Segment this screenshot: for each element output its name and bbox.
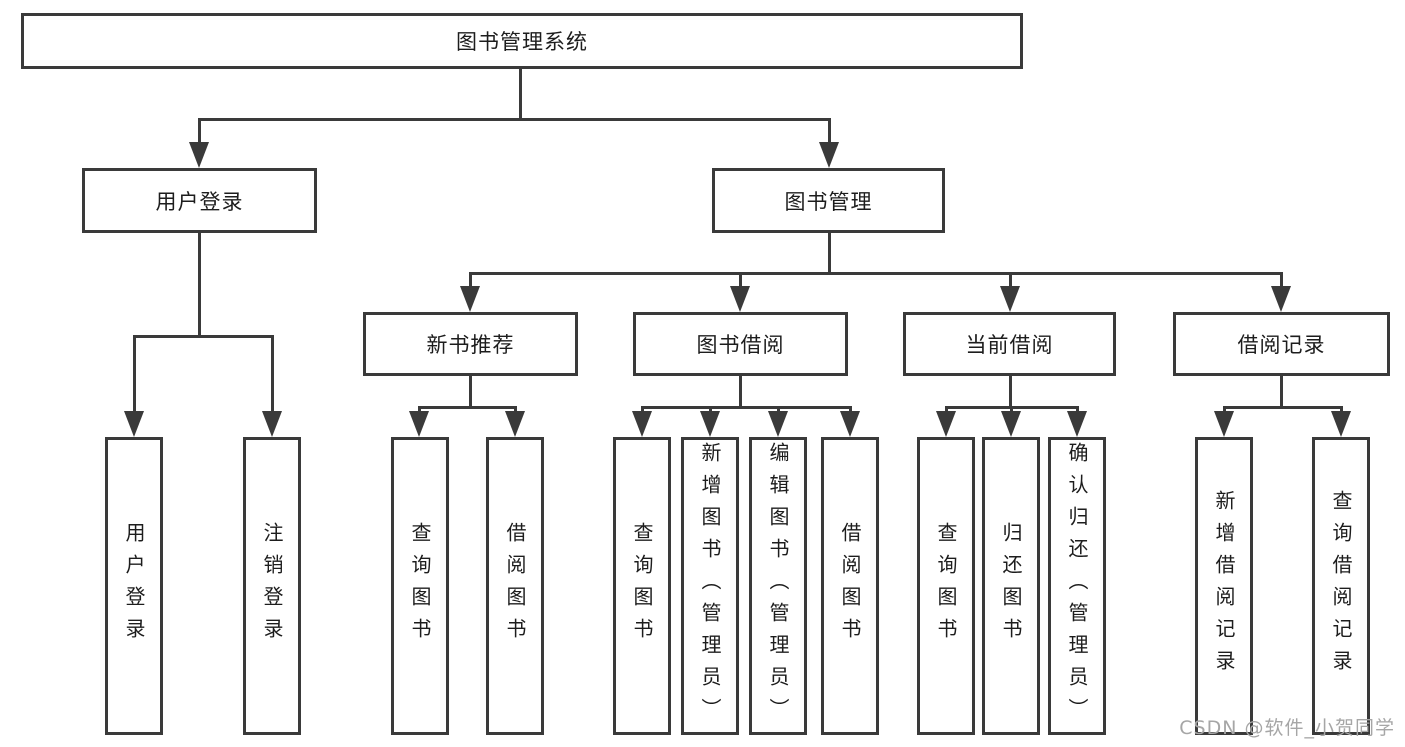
leaf-borrow-books: 借阅图书 xyxy=(821,437,879,735)
leaf-borrow-books: 借阅图书 xyxy=(486,437,544,735)
arrow-down-icon xyxy=(700,411,720,437)
arrow-down-icon xyxy=(1001,411,1021,437)
leaf-user-login: 用户登录 xyxy=(105,437,163,735)
connector-drop xyxy=(709,406,712,415)
node-label: 新书推荐 xyxy=(426,333,515,357)
connector-stem xyxy=(469,376,472,409)
connector-drop xyxy=(271,335,274,413)
connector-drop xyxy=(777,406,780,415)
node-label: 用户登录 xyxy=(155,189,244,214)
connector-level2-bar xyxy=(198,118,831,121)
connector-user-login-bar xyxy=(133,335,274,338)
leaf-label: 新增借阅记录 xyxy=(1212,490,1236,682)
connector-drop xyxy=(1280,272,1283,288)
arrow-down-icon xyxy=(262,411,282,437)
leaf-label: 用户登录 xyxy=(122,522,146,650)
connector-drop xyxy=(739,272,742,288)
node-label: 图书管理系统 xyxy=(456,30,588,54)
leaf-edit-books-admin: 编辑图书（管理员） xyxy=(749,437,807,735)
arrow-down-icon xyxy=(1271,286,1291,312)
connector-level3-bar xyxy=(469,272,1283,275)
connector-drop xyxy=(469,272,472,288)
leaf-label: 查询图书 xyxy=(408,522,432,650)
leaf-logout: 注销登录 xyxy=(243,437,301,735)
arrow-down-icon xyxy=(1214,411,1234,437)
connector-bar xyxy=(1223,406,1343,409)
arrow-down-icon xyxy=(1067,411,1087,437)
node-current-borrow: 当前借阅 xyxy=(903,312,1116,376)
arrow-down-icon xyxy=(819,142,839,168)
leaf-label: 编辑图书（管理员） xyxy=(766,442,790,730)
leaf-query-books: 查询图书 xyxy=(613,437,671,735)
leaf-label: 查询图书 xyxy=(630,522,654,650)
node-book-borrow: 图书借阅 xyxy=(633,312,848,376)
connector-stem xyxy=(739,376,742,409)
node-user-login: 用户登录 xyxy=(82,168,317,233)
leaf-label: 新增图书（管理员） xyxy=(698,442,722,730)
connector-drop xyxy=(133,335,136,413)
connector-drop xyxy=(514,406,517,415)
node-label: 借阅记录 xyxy=(1237,333,1326,357)
arrow-down-icon xyxy=(409,411,429,437)
connector-root-stem xyxy=(519,69,522,121)
node-label: 图书借阅 xyxy=(696,333,785,357)
connector-user-login-stem xyxy=(198,233,201,337)
arrow-down-icon xyxy=(505,411,525,437)
csdn-watermark: CSDN @软件_小贺同学 xyxy=(1179,717,1395,739)
connector-drop xyxy=(641,406,644,415)
leaf-label: 借阅图书 xyxy=(503,522,527,650)
node-library-management-system: 图书管理系统 xyxy=(21,13,1023,69)
arrow-down-icon xyxy=(1000,286,1020,312)
node-borrow-records: 借阅记录 xyxy=(1173,312,1390,376)
leaf-query-borrow-record: 查询借阅记录 xyxy=(1312,437,1370,735)
arrow-down-icon xyxy=(768,411,788,437)
node-label: 当前借阅 xyxy=(965,333,1054,357)
connector-drop xyxy=(1340,406,1343,415)
leaf-label: 查询图书 xyxy=(934,522,958,650)
node-label: 图书管理 xyxy=(784,189,873,214)
connector-bar xyxy=(418,406,517,409)
leaf-add-books-admin: 新增图书（管理员） xyxy=(681,437,739,735)
connector-drop xyxy=(418,406,421,415)
connector-drop xyxy=(1223,406,1226,415)
arrow-down-icon xyxy=(632,411,652,437)
arrow-down-icon xyxy=(460,286,480,312)
arrow-down-icon xyxy=(1331,411,1351,437)
leaf-label: 借阅图书 xyxy=(838,522,862,650)
connector-stem xyxy=(1280,376,1283,409)
connector-bar xyxy=(641,406,852,409)
connector-drop xyxy=(1076,406,1079,415)
connector-book-mgmt-drop xyxy=(828,118,831,144)
connector-drop xyxy=(1009,272,1012,288)
connector-user-login-drop xyxy=(198,118,201,144)
leaf-label: 归还图书 xyxy=(999,522,1023,650)
leaf-label: 确认归还（管理员） xyxy=(1065,442,1089,730)
leaf-label: 注销登录 xyxy=(260,522,284,650)
node-book-management: 图书管理 xyxy=(712,168,945,233)
arrow-down-icon xyxy=(730,286,750,312)
arrow-down-icon xyxy=(936,411,956,437)
arrow-down-icon xyxy=(840,411,860,437)
connector-drop xyxy=(945,406,948,415)
connector-drop xyxy=(849,406,852,415)
arrow-down-icon xyxy=(189,142,209,168)
connector-stem xyxy=(1009,376,1012,409)
connector-drop xyxy=(1010,406,1013,415)
node-new-book-recommend: 新书推荐 xyxy=(363,312,578,376)
leaf-label: 查询借阅记录 xyxy=(1329,490,1353,682)
leaf-add-borrow-record: 新增借阅记录 xyxy=(1195,437,1253,735)
leaf-query-books: 查询图书 xyxy=(917,437,975,735)
connector-book-mgmt-stem xyxy=(828,233,831,275)
arrow-down-icon xyxy=(124,411,144,437)
leaf-return-books: 归还图书 xyxy=(982,437,1040,735)
leaf-query-books: 查询图书 xyxy=(391,437,449,735)
leaf-confirm-return-admin: 确认归还（管理员） xyxy=(1048,437,1106,735)
